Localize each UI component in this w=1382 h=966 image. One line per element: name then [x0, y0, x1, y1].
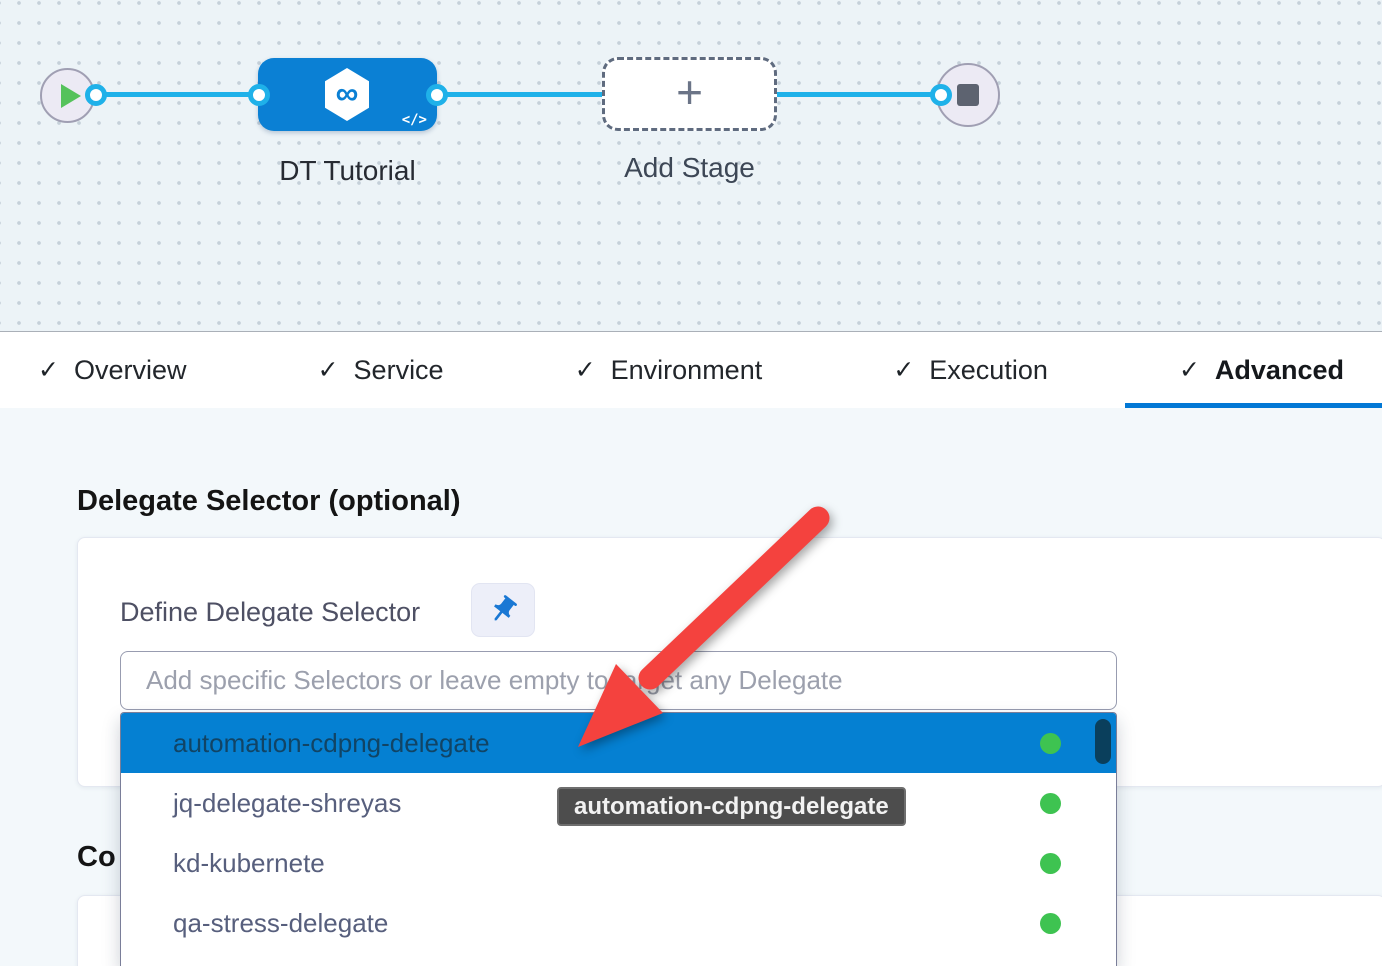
edge-start-to-stage	[96, 92, 259, 97]
dropdown-option[interactable]: automation-cdpng-delegate	[121, 713, 1116, 773]
code-icon: </>	[401, 112, 427, 128]
port-end-in	[930, 84, 952, 106]
dropdown-option[interactable]: jq-delegate-shreyas	[121, 773, 1116, 833]
check-icon: ✓	[38, 356, 59, 384]
delegate-tooltip: automation-cdpng-delegate	[557, 787, 906, 826]
edge-stage-to-addstage	[437, 92, 602, 97]
tab-label: Overview	[73, 354, 187, 385]
port-stage-out	[426, 84, 448, 106]
tab-label: Service	[353, 354, 444, 385]
port-start-out	[85, 84, 107, 106]
delegate-dropdown: automation-cdpng-delegate jq-delegate-sh…	[120, 712, 1117, 966]
dropdown-scrollbar-thumb[interactable]	[1095, 719, 1111, 764]
pin-button[interactable]	[471, 583, 535, 637]
define-delegate-selector-label: Define Delegate Selector	[120, 597, 421, 627]
stop-icon	[957, 84, 979, 106]
tab-execution[interactable]: ✓ Execution	[893, 355, 1048, 386]
tab-environment[interactable]: ✓ Environment	[575, 355, 763, 386]
stage-node-dt-tutorial[interactable]: ∞ </>	[258, 58, 437, 131]
infinity-icon: ∞	[335, 75, 359, 111]
check-icon: ✓	[317, 356, 339, 384]
tab-advanced[interactable]: ✓ Advanced	[1179, 355, 1344, 386]
edge-addstage-to-end	[777, 92, 941, 97]
delegate-status-dot	[1040, 913, 1061, 934]
tab-label: Advanced	[1214, 354, 1344, 385]
tab-service[interactable]: ✓ Service	[318, 355, 444, 386]
play-icon	[61, 84, 81, 108]
delegate-selector-input[interactable]	[120, 651, 1117, 710]
dropdown-option[interactable]: qa-stress-delegate	[121, 893, 1116, 953]
delegate-status-dot	[1040, 793, 1061, 814]
tab-overview[interactable]: ✓ Overview	[38, 355, 186, 386]
plus-icon: +	[676, 65, 703, 118]
active-tab-underline	[1125, 403, 1382, 408]
tab-label: Execution	[929, 354, 1048, 385]
option-label: qa-stress-delegate	[173, 907, 389, 938]
tab-label: Environment	[610, 354, 763, 385]
check-icon: ✓	[1178, 356, 1200, 384]
check-icon: ✓	[893, 356, 915, 384]
delegate-status-dot	[1040, 853, 1061, 874]
add-stage-button[interactable]: +	[602, 57, 777, 131]
dropdown-option[interactable]: kd-kubernete	[121, 833, 1116, 893]
option-label: jq-delegate-shreyas	[173, 787, 402, 818]
add-stage-label: Add Stage	[624, 152, 755, 183]
delegate-status-dot	[1040, 733, 1061, 754]
check-icon: ✓	[574, 356, 596, 384]
harness-cd-hexagon-icon: ∞	[325, 68, 369, 121]
pipeline-canvas: ∞ </> DT Tutorial + Add Stage	[0, 0, 1382, 332]
option-label: kd-kubernete	[173, 847, 325, 878]
next-section-heading-partial: Co	[77, 841, 116, 873]
stage-label: DT Tutorial	[279, 155, 416, 186]
advanced-tab-content: Delegate Selector (optional) Define Dele…	[0, 408, 1382, 966]
delegate-selector-heading: Delegate Selector (optional)	[77, 485, 461, 517]
port-stage-in	[248, 84, 270, 106]
option-label: automation-cdpng-delegate	[173, 727, 490, 758]
stage-tabbar: ✓ Overview ✓ Service ✓ Environment ✓ Exe…	[0, 332, 1382, 408]
pushpin-icon	[494, 595, 517, 621]
